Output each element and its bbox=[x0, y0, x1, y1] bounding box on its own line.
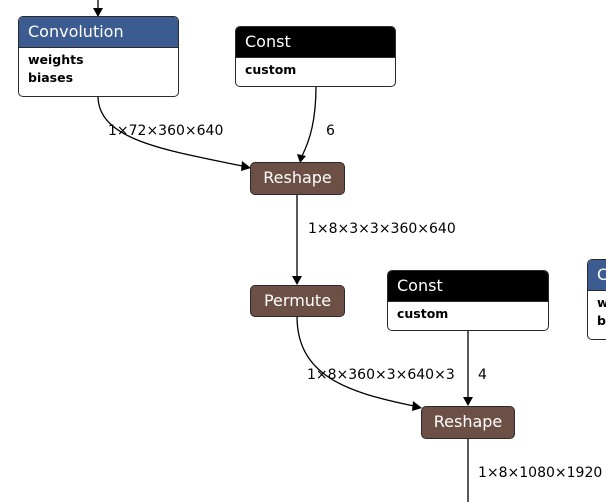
convolution-node-partial-attributes: w b bbox=[588, 290, 606, 330]
const-node-2-attributes: custom bbox=[388, 301, 548, 323]
convolution-node-partial[interactable]: C w b bbox=[587, 259, 606, 340]
edge-convolution-to-reshape bbox=[97, 95, 243, 167]
const-node-1[interactable]: Const custom bbox=[235, 26, 396, 87]
const-node-2-attr-custom: custom bbox=[397, 306, 449, 321]
arrowhead-convolution-to-reshape bbox=[241, 161, 251, 171]
permute-node[interactable]: Permute bbox=[250, 285, 345, 317]
arrowhead-const2-to-reshape2 bbox=[463, 397, 473, 406]
edge-label-reshape2-output: 1×8×1080×1920 bbox=[478, 465, 603, 481]
edge-permute-to-reshape2 bbox=[296, 315, 415, 407]
arrowhead-into-convolution bbox=[93, 8, 103, 17]
arrowhead-reshape-to-permute bbox=[292, 276, 302, 285]
edge-label-permute-to-reshape2: 1×8×360×3×640×3 bbox=[307, 367, 455, 383]
const-node-2-title: Const bbox=[388, 271, 548, 301]
convolution-node[interactable]: Convolution weights biases bbox=[18, 16, 179, 97]
reshape-node-2[interactable]: Reshape bbox=[421, 406, 515, 439]
const-node-1-attr-custom: custom bbox=[245, 62, 297, 77]
reshape-node-1[interactable]: Reshape bbox=[250, 162, 345, 195]
edge-label-const2-to-reshape2: 4 bbox=[478, 367, 487, 383]
edge-label-const-to-reshape: 6 bbox=[326, 123, 335, 139]
edge-const-to-reshape bbox=[301, 85, 317, 157]
convolution-node-title: Convolution bbox=[19, 17, 178, 47]
convolution-attr-biases: biases bbox=[28, 70, 74, 85]
convolution-node-attributes: weights biases bbox=[19, 47, 178, 87]
convolution-node-partial-title: C bbox=[588, 260, 606, 290]
const-node-1-attributes: custom bbox=[236, 57, 395, 79]
arrowhead-const-to-reshape bbox=[297, 154, 306, 163]
const-node-1-title: Const bbox=[236, 27, 395, 57]
convolution-attr-weights: weights bbox=[28, 52, 84, 67]
edge-label-convolution-to-reshape: 1×72×360×640 bbox=[108, 123, 224, 139]
const-node-2[interactable]: Const custom bbox=[387, 270, 549, 331]
arrowhead-permute-to-reshape2 bbox=[412, 401, 422, 411]
edge-label-reshape-to-permute: 1×8×3×3×360×640 bbox=[308, 221, 456, 237]
